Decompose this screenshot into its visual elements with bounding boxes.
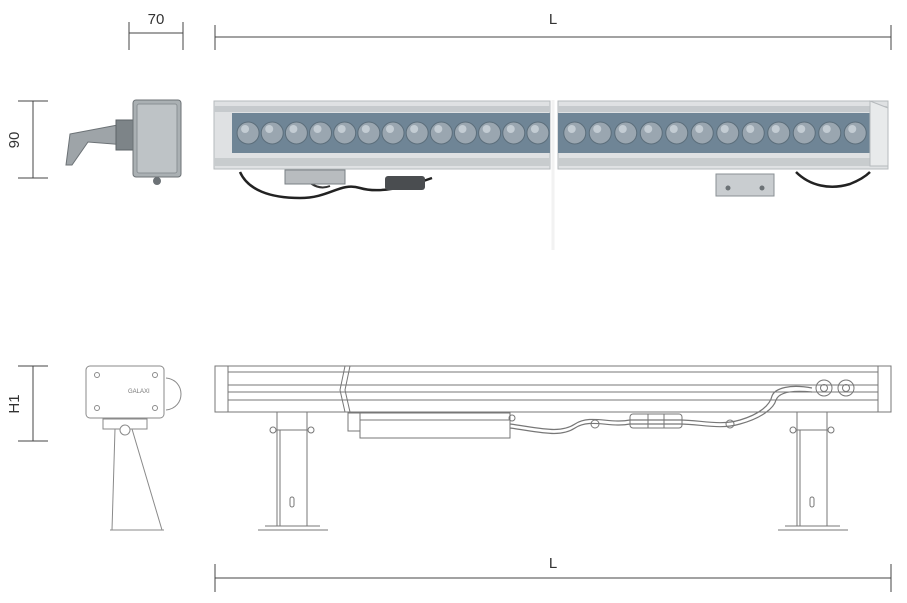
- mounting-foot: [715, 173, 775, 197]
- left-stand: [258, 411, 328, 531]
- led-lens: [843, 121, 867, 145]
- h1-dimension: [18, 365, 48, 442]
- led-lens: [792, 121, 816, 145]
- led-highlight: [567, 125, 576, 133]
- led-bar-photo: [213, 100, 889, 250]
- led-highlight: [482, 125, 491, 133]
- led-lens: [236, 121, 260, 145]
- cable-gland-1: [815, 379, 833, 397]
- led-lens: [453, 121, 477, 145]
- logo-text: GALAXI: [128, 389, 150, 395]
- led-highlight: [848, 125, 857, 133]
- led-lens: [405, 121, 429, 145]
- led-highlight: [289, 125, 298, 133]
- led-highlight: [644, 125, 653, 133]
- cable-gland-2: [837, 379, 855, 397]
- led-lens: [309, 121, 333, 145]
- elevation-cable: [509, 385, 813, 431]
- right-stand: [778, 411, 848, 531]
- led-highlight: [313, 125, 322, 133]
- led-lens: [741, 121, 765, 145]
- led-highlight: [386, 125, 394, 133]
- end-view-drawing: [85, 365, 182, 531]
- led-highlight: [695, 125, 704, 133]
- led-lens: [639, 121, 663, 145]
- led-lens: [563, 121, 587, 145]
- led-highlight: [593, 125, 602, 133]
- length-dimension-top-label: L: [549, 11, 557, 28]
- led-highlight: [530, 125, 539, 133]
- led-highlight: [669, 125, 678, 133]
- led-highlight: [618, 125, 627, 133]
- height-dimension-label: 90: [6, 132, 23, 149]
- led-highlight: [265, 125, 274, 133]
- led-bar-right-half: [557, 100, 889, 170]
- led-highlight: [337, 125, 346, 133]
- led-highlight: [410, 125, 419, 133]
- led-highlight: [797, 125, 806, 133]
- led-lens: [767, 121, 791, 145]
- led-lens: [502, 121, 526, 145]
- led-highlight: [822, 125, 831, 133]
- led-highlight: [720, 125, 729, 133]
- led-lens: [478, 121, 502, 145]
- led-lens: [284, 121, 308, 145]
- logo: GALAXI: [128, 389, 150, 395]
- led-lens: [818, 121, 842, 145]
- led-highlight: [458, 125, 467, 133]
- width-dimension-label: 70: [148, 11, 165, 28]
- led-lens: [614, 121, 638, 145]
- led-highlight: [506, 125, 515, 133]
- led-lens: [357, 121, 381, 145]
- led-lens: [526, 121, 550, 145]
- led-highlight: [771, 125, 780, 133]
- led-lens: [665, 121, 689, 145]
- led-row-right: [563, 121, 867, 145]
- led-lens: [260, 121, 284, 145]
- led-bar-left-half: [213, 100, 551, 170]
- driver-box: [359, 412, 511, 439]
- h1-dimension-label: H1: [6, 394, 23, 413]
- length-dimension-top: [214, 25, 892, 50]
- led-lens: [333, 121, 357, 145]
- height-dimension: [18, 100, 48, 179]
- width-dimension: [128, 22, 184, 50]
- side-view-photo: [65, 99, 182, 185]
- front-elevation-drawing: [214, 365, 892, 531]
- led-row-left: [236, 121, 550, 145]
- led-lens: [429, 121, 453, 145]
- led-highlight: [241, 125, 250, 133]
- length-dimension-bottom: [214, 564, 892, 592]
- led-lens: [690, 121, 714, 145]
- led-highlight: [361, 125, 370, 133]
- led-highlight: [434, 125, 443, 133]
- led-lens: [381, 121, 405, 145]
- length-dimension-bottom-label: L: [549, 555, 557, 572]
- led-lens: [588, 121, 612, 145]
- led-highlight: [746, 125, 755, 133]
- led-lens: [716, 121, 740, 145]
